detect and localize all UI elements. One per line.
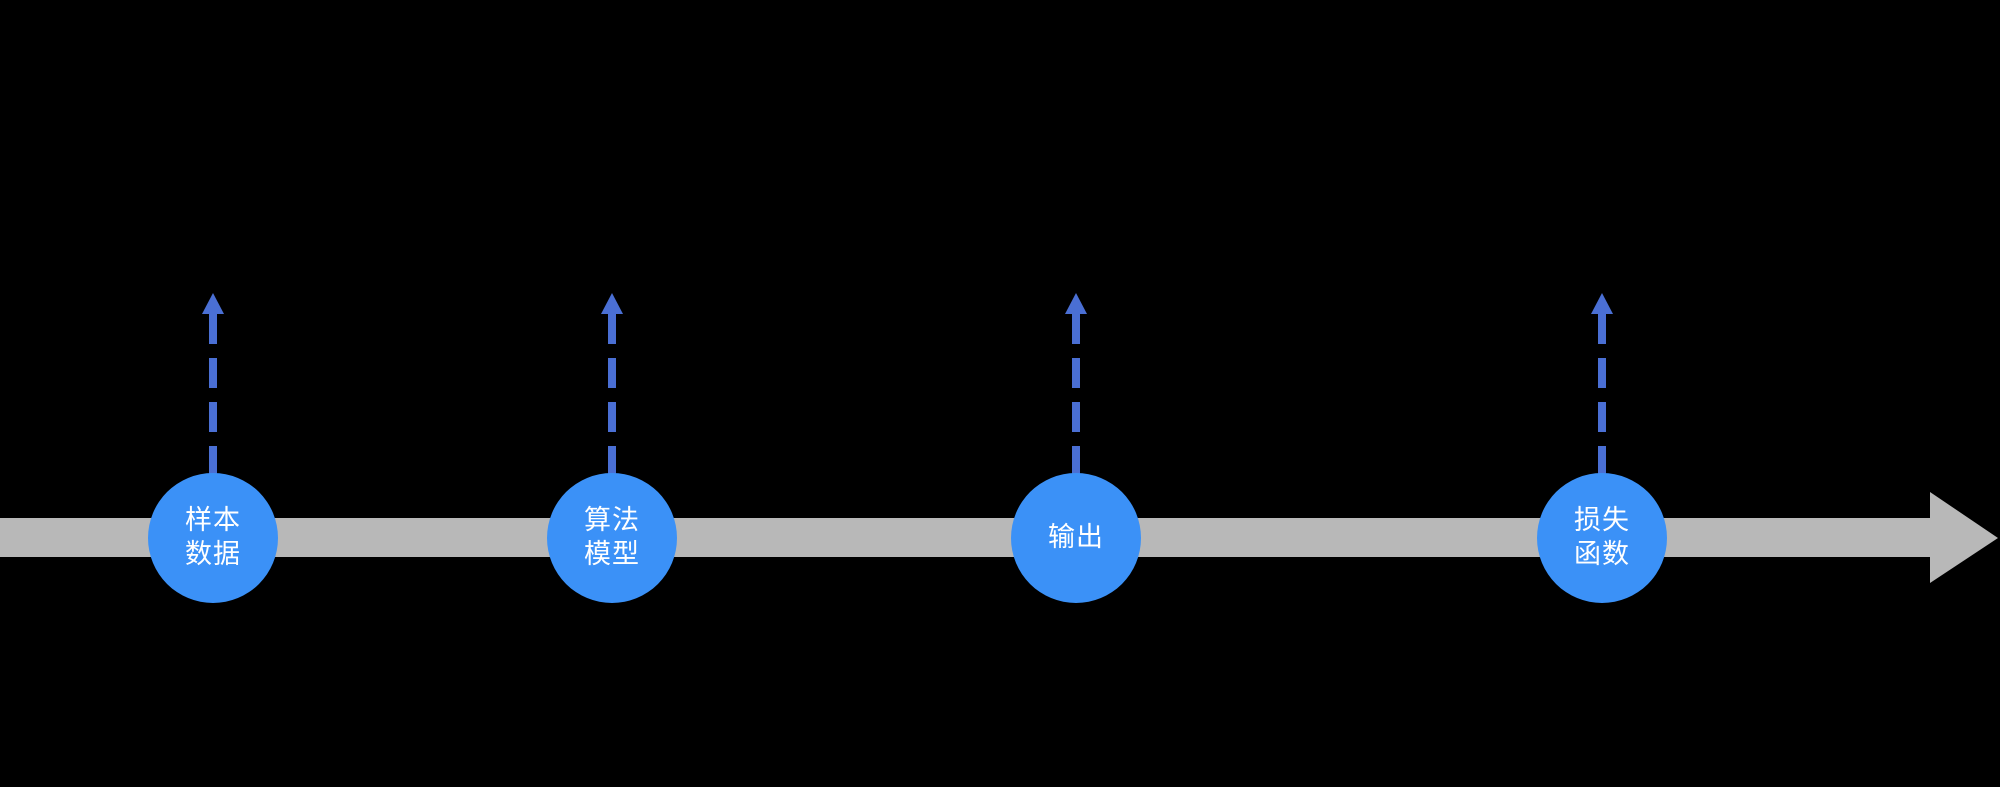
node-label-algorithm-model: 算法 xyxy=(584,505,640,536)
node-label-sample-data: 样本 xyxy=(185,505,241,536)
connector-arrowhead-sample-data xyxy=(202,293,224,314)
node-circle-loss-function[interactable]: 损失函数 xyxy=(1537,473,1667,603)
connector-arrow-loss-function xyxy=(1591,293,1613,478)
node-label-loss-function: 损失 xyxy=(1574,505,1630,536)
connector-arrowhead-output xyxy=(1065,293,1087,314)
connector-arrow-algorithm-model xyxy=(601,293,623,478)
connector-arrow-sample-data xyxy=(202,293,224,478)
connector-arrowhead-loss-function xyxy=(1591,293,1613,314)
node-label-loss-function: 函数 xyxy=(1574,539,1630,570)
node-label-output: 输出 xyxy=(1048,522,1104,553)
node-circle-output[interactable]: 输出 xyxy=(1011,473,1141,603)
node-label-sample-data: 数据 xyxy=(185,539,241,570)
node-circle-sample-data[interactable]: 样本数据 xyxy=(148,473,278,603)
node-circle-algorithm-model[interactable]: 算法模型 xyxy=(547,473,677,603)
connector-arrowhead-algorithm-model xyxy=(601,293,623,314)
connector-arrow-output xyxy=(1065,293,1087,478)
timeline-arrow-shape xyxy=(0,492,1998,583)
node-label-algorithm-model: 模型 xyxy=(584,539,640,570)
